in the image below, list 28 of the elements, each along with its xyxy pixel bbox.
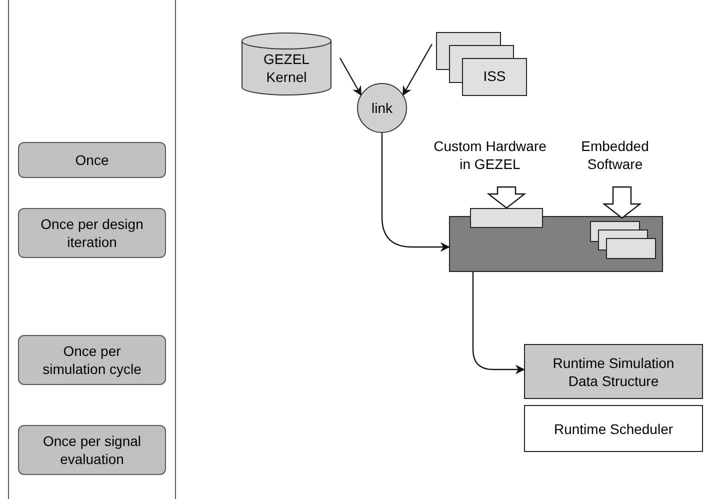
node-label: Once per design iteration xyxy=(40,215,144,251)
iss-stack xyxy=(436,32,527,96)
arrow xyxy=(381,133,450,252)
data-structure-box xyxy=(524,344,703,399)
node-label: link xyxy=(371,99,392,117)
node-label: Once per signal evaluation xyxy=(42,432,142,468)
node-label: Once xyxy=(75,151,109,169)
block-arrow xyxy=(602,186,642,219)
phase-box xyxy=(18,208,166,258)
node-label: Custom Hardware in GEZEL xyxy=(432,137,548,173)
simulator-block xyxy=(449,216,663,272)
arrow xyxy=(472,272,525,374)
node-label: Runtime Simulation Data Structure xyxy=(552,354,676,390)
phase-box xyxy=(18,425,166,475)
node-label: Runtime Scheduler xyxy=(554,420,674,438)
scheduler-box xyxy=(524,405,703,452)
software-stack xyxy=(590,221,656,259)
kernel-cylinder xyxy=(241,32,332,96)
arrow xyxy=(339,58,362,96)
arrow xyxy=(402,44,433,96)
node-label: GEZEL Kernel xyxy=(262,50,310,86)
phase-box xyxy=(18,142,166,178)
hardware-box xyxy=(470,208,543,228)
block-arrow xyxy=(486,186,526,209)
node-label: Embedded Software xyxy=(580,137,650,173)
node-label: Once per simulation cycle xyxy=(42,342,142,378)
phase-box xyxy=(18,335,166,385)
node-label: ISS xyxy=(483,67,506,85)
